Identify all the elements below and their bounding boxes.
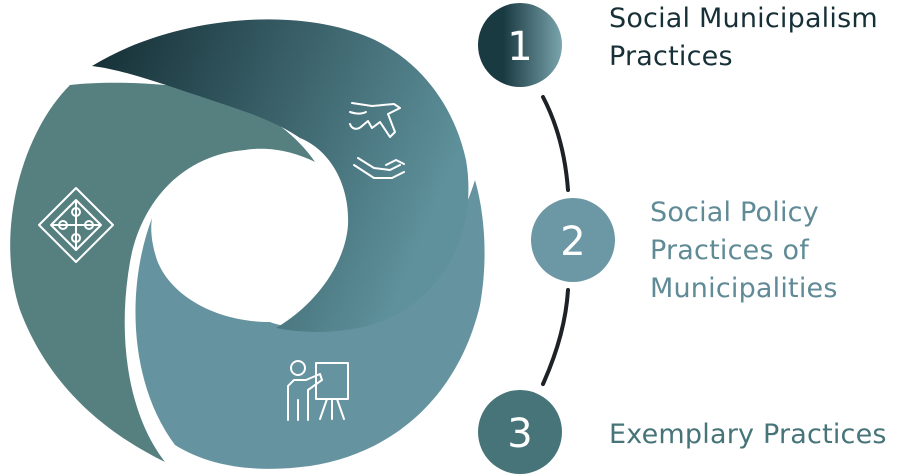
step-1-label-line-1: Social Municipalism xyxy=(609,3,878,34)
step-3-label-line-1: Exemplary Practices xyxy=(609,419,887,450)
helping-hands-icon xyxy=(349,102,405,179)
presentation-icon xyxy=(287,360,349,421)
swirl-segment-left xyxy=(10,82,315,462)
step-1-badge: 1 xyxy=(478,3,562,87)
step-3-label: Exemplary Practices xyxy=(609,416,887,454)
step-2-label-line-3: Municipalities xyxy=(650,273,838,304)
step-3-number: 3 xyxy=(507,411,532,457)
step-1-label: Social Municipalism Practices xyxy=(609,0,878,76)
puzzle-icon xyxy=(38,187,114,263)
swirl-segment-top xyxy=(92,19,469,332)
step-1-label-line-2: Practices xyxy=(609,41,733,72)
timeline-connector xyxy=(541,95,570,386)
step-1-number: 1 xyxy=(507,24,532,70)
swirl-diagram xyxy=(10,19,485,469)
step-2-label-line-1: Social Policy xyxy=(650,197,819,228)
step-2-label: Social Policy Practices of Municipalitie… xyxy=(650,194,838,308)
swirl-segment-bottom xyxy=(135,180,485,469)
step-2-badge: 2 xyxy=(531,198,615,282)
step-2-number: 2 xyxy=(560,219,585,265)
step-2-label-line-2: Practices of xyxy=(650,235,809,266)
step-3-badge: 3 xyxy=(478,390,562,474)
